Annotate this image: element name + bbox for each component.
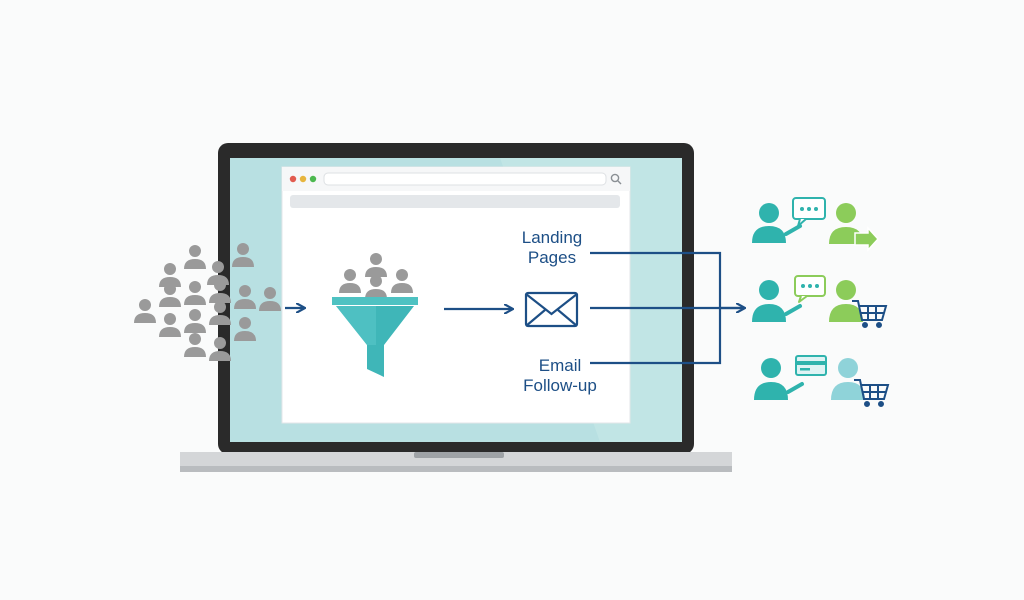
laptop-base-edge — [180, 466, 732, 472]
visitor-person-icon — [134, 299, 156, 323]
chat-bubble-icon — [792, 197, 826, 227]
email-followup-label: Email Follow-up — [512, 356, 608, 396]
person-icon — [752, 203, 786, 243]
search-icon[interactable] — [610, 173, 622, 185]
email-followup-line1: Email — [538, 356, 582, 375]
shopping-cart-icon — [854, 379, 890, 407]
lead-row-2 — [752, 275, 888, 328]
page-header-placeholder — [290, 195, 620, 208]
landing-pages-line2: Pages — [527, 248, 577, 267]
hand-gesture — [784, 304, 802, 316]
laptop-notch — [414, 452, 504, 458]
chat-bubble-icon — [794, 275, 826, 303]
visitor-person-icon — [184, 333, 206, 357]
visitor-person-icon — [184, 245, 206, 269]
landing-pages-line1: Landing — [521, 228, 583, 247]
hand-gesture — [784, 224, 802, 236]
window-minimize-dot[interactable] — [299, 175, 307, 183]
shopping-cart-icon — [852, 300, 888, 328]
person-icon — [752, 280, 786, 322]
buyer-person-icon — [829, 280, 863, 322]
shopper-person-icon — [831, 358, 865, 400]
hand-gesture — [786, 382, 804, 394]
address-bar[interactable] — [323, 172, 607, 186]
visitor-person-icon — [184, 281, 206, 305]
envelope-icon — [524, 291, 579, 328]
funnel-icon — [332, 253, 418, 377]
person-icon — [754, 358, 788, 400]
email-followup-line2: Follow-up — [523, 376, 597, 395]
window-maximize-dot[interactable] — [309, 175, 317, 183]
lead-row-3 — [754, 355, 890, 407]
visitor-person-icon — [184, 309, 206, 333]
lead-row-1 — [752, 197, 880, 252]
conversion-arrows — [590, 251, 744, 365]
window-close-dot[interactable] — [289, 175, 297, 183]
arrow-right-icon — [854, 226, 880, 252]
credit-card-icon — [795, 355, 827, 376]
visitor-person-icon — [159, 313, 181, 337]
landing-pages-label: Landing Pages — [508, 228, 596, 268]
